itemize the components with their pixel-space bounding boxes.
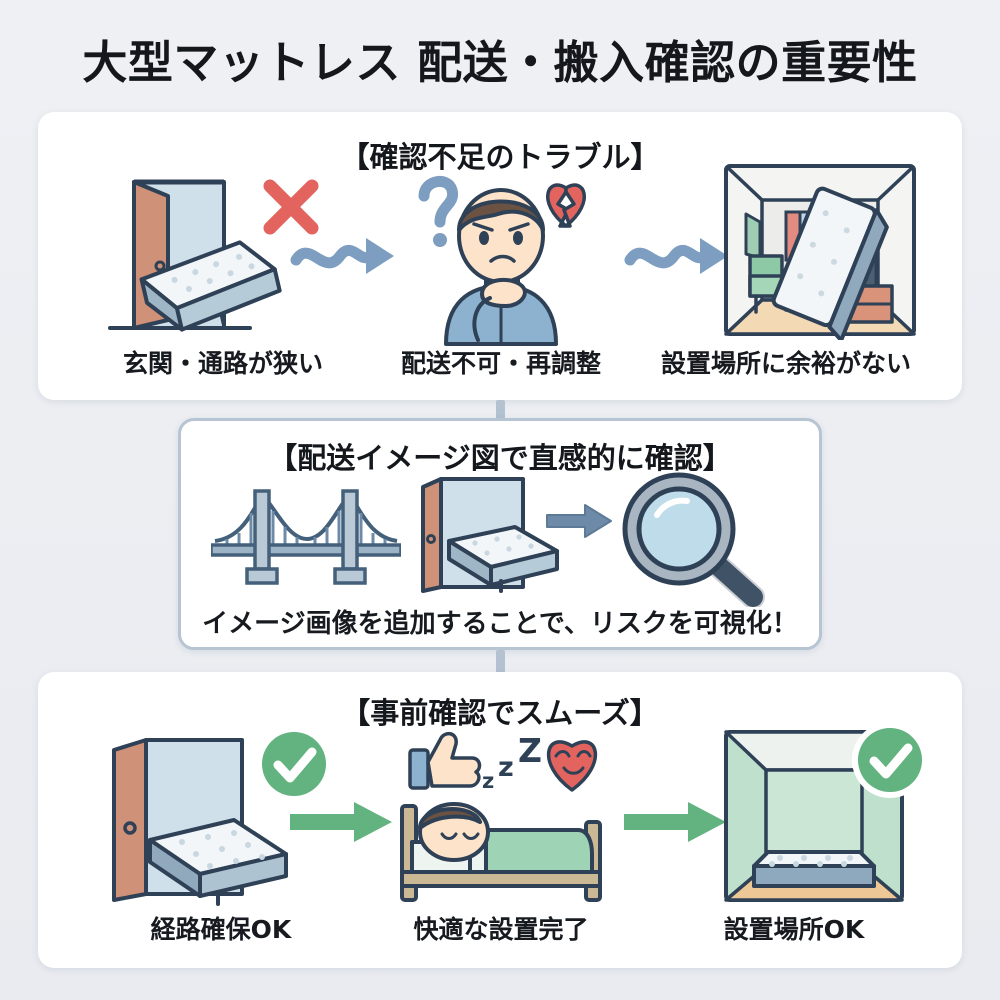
panel-solution: 【配送イメージ図で直感的に確認】	[178, 418, 822, 650]
door-mattress-icon	[421, 477, 559, 593]
panel-trouble: 【確認不足のトラブル】	[38, 112, 962, 400]
straight-arrow-icon	[290, 802, 392, 842]
panel-connector-bottom	[496, 650, 505, 674]
sleeping-person-icon: z z Z	[400, 731, 602, 902]
panel-smooth-heading: 【事前確認でスムーズ】	[341, 696, 659, 730]
caption-solution: イメージ画像を追加することで、リスクを可視化！	[202, 609, 798, 639]
svg-text:z: z	[498, 752, 514, 783]
caption-smooth-2: 快適な設置完了	[413, 915, 589, 944]
page-title: 大型マットレス 配送・搬入確認の重要性	[82, 36, 918, 89]
caption-trouble-2: 配送不可・再調整	[400, 349, 601, 378]
panel-smooth: 【事前確認でスムーズ】 経路確保OK	[38, 672, 962, 968]
straight-arrow-icon	[546, 504, 612, 538]
svg-text:Z: Z	[518, 731, 542, 770]
caption-smooth-1: 経路確保OK	[150, 915, 292, 944]
magnifier-icon	[622, 472, 765, 607]
door-mattress-check-icon	[112, 732, 326, 906]
wavy-arrow-icon	[624, 238, 728, 274]
svg-text:z: z	[482, 769, 494, 793]
straight-arrow-icon	[624, 802, 726, 842]
caption-trouble-1: 玄関・通路が狭い	[122, 349, 323, 378]
panel-trouble-heading: 【確認不足のトラブル】	[340, 140, 660, 174]
panel-solution-heading: 【配送イメージ図で直感的に確認】	[268, 441, 732, 475]
cramped-room-icon	[724, 164, 916, 340]
spacious-room-check-icon	[724, 724, 928, 902]
door-mattress-x-icon	[108, 179, 319, 332]
caption-trouble-3: 設置場所に余裕がない	[660, 349, 911, 378]
suspension-bridge-icon	[211, 489, 401, 585]
caption-smooth-3: 設置場所OK	[723, 915, 865, 944]
wavy-arrow-icon	[290, 238, 394, 274]
panel-connector-top	[496, 400, 505, 422]
worried-person-icon	[418, 176, 586, 346]
